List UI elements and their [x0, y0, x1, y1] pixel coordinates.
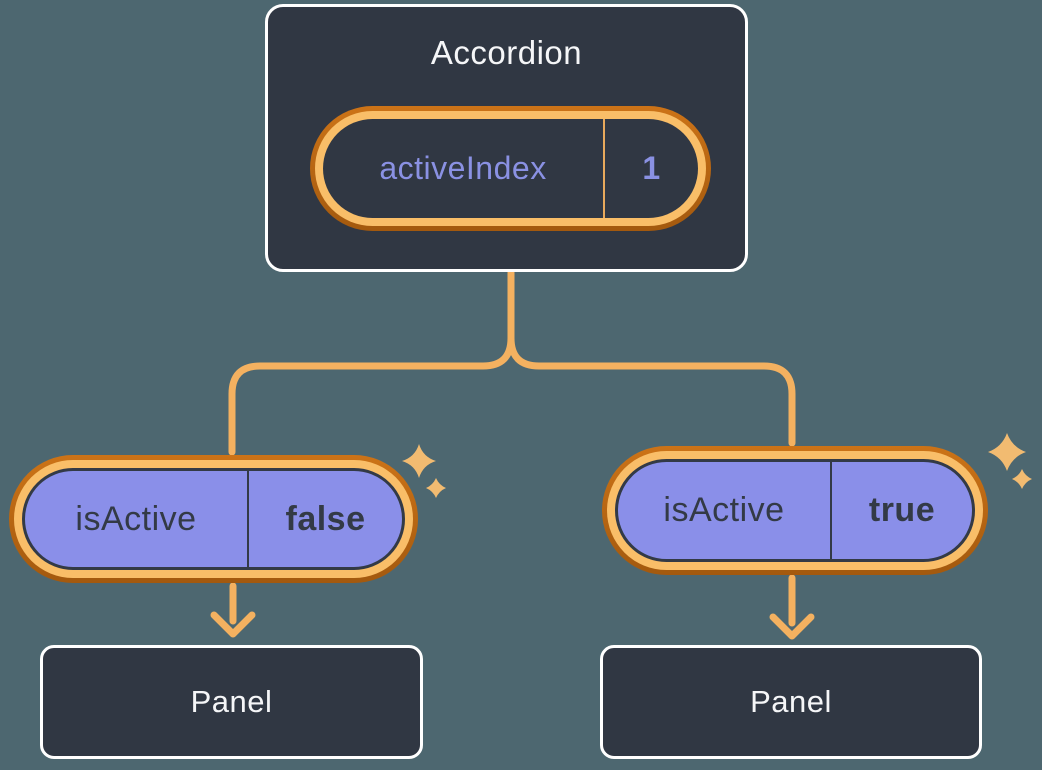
panel-component-card: Panel	[40, 645, 423, 759]
pill-divider	[603, 119, 605, 218]
prop-pill-label: isActive	[663, 491, 785, 529]
sparkle-icon	[402, 444, 436, 478]
pill-divider	[830, 462, 832, 559]
panel-component-card: Panel	[600, 645, 982, 759]
prop-pill-body: isActive false	[22, 468, 405, 570]
arrow-right-head-icon	[769, 613, 815, 640]
prop-pill-isactive-false: isActive false	[9, 455, 418, 583]
prop-pill-body: isActive true	[615, 459, 975, 562]
sparkle-icon	[988, 433, 1026, 471]
prop-pill-value: false	[285, 499, 366, 538]
accordion-component-card: Accordion activeIndex 1	[265, 4, 748, 272]
prop-pill-ring: isActive false	[14, 460, 413, 578]
prop-pill-isactive-true: isActive true	[602, 446, 988, 575]
prop-pill-value: true	[868, 491, 936, 529]
sparkle-icon	[426, 478, 446, 498]
arrow-left-head-icon	[210, 611, 256, 638]
sparkle-icon	[1012, 469, 1032, 489]
prop-pill-ring: isActive true	[607, 451, 983, 570]
component-title: Accordion	[430, 34, 583, 71]
connector-root-to-left-pill	[228, 269, 515, 456]
state-pill-body: activeIndex 1	[323, 119, 698, 218]
connector-root-to-right-pill	[507, 269, 796, 447]
panel-title: Panel	[750, 684, 832, 719]
prop-pill-label: isActive	[75, 499, 197, 538]
state-pill-activeindex: activeIndex 1	[310, 106, 711, 231]
state-pill-value: 1	[642, 150, 661, 186]
state-pill-label: activeIndex	[379, 150, 547, 186]
state-pill-ring: activeIndex 1	[315, 111, 706, 226]
pill-divider	[247, 471, 249, 567]
panel-title: Panel	[190, 684, 273, 719]
